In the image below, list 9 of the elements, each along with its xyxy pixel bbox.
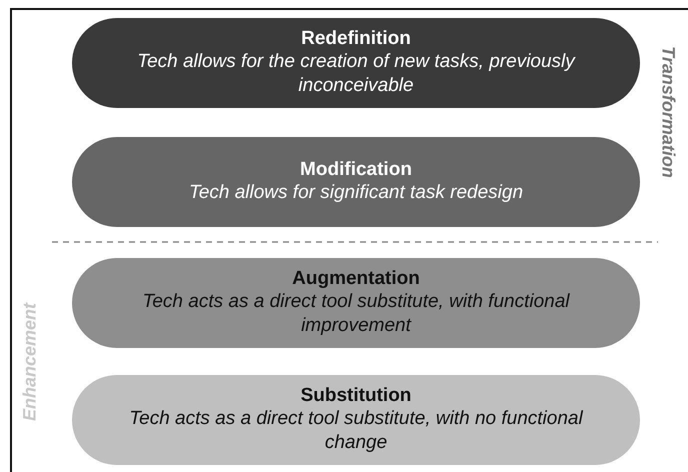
level-description: Tech allows for significant task redesign — [188, 181, 524, 205]
level-title: Redefinition — [301, 28, 411, 50]
level-title: Substitution — [300, 385, 412, 407]
level-description: Tech allows for the creation of new tasks, previously inconceivable — [136, 50, 576, 98]
level-title: Modification — [300, 159, 412, 181]
level-description: Tech acts as a direct tool substitute, with no functional change — [128, 407, 584, 455]
level-title: Augmentation — [292, 268, 420, 290]
level-description: Tech acts as a direct tool substitute, with functional improvement — [141, 290, 571, 338]
group-label: Transformation — [658, 46, 678, 178]
